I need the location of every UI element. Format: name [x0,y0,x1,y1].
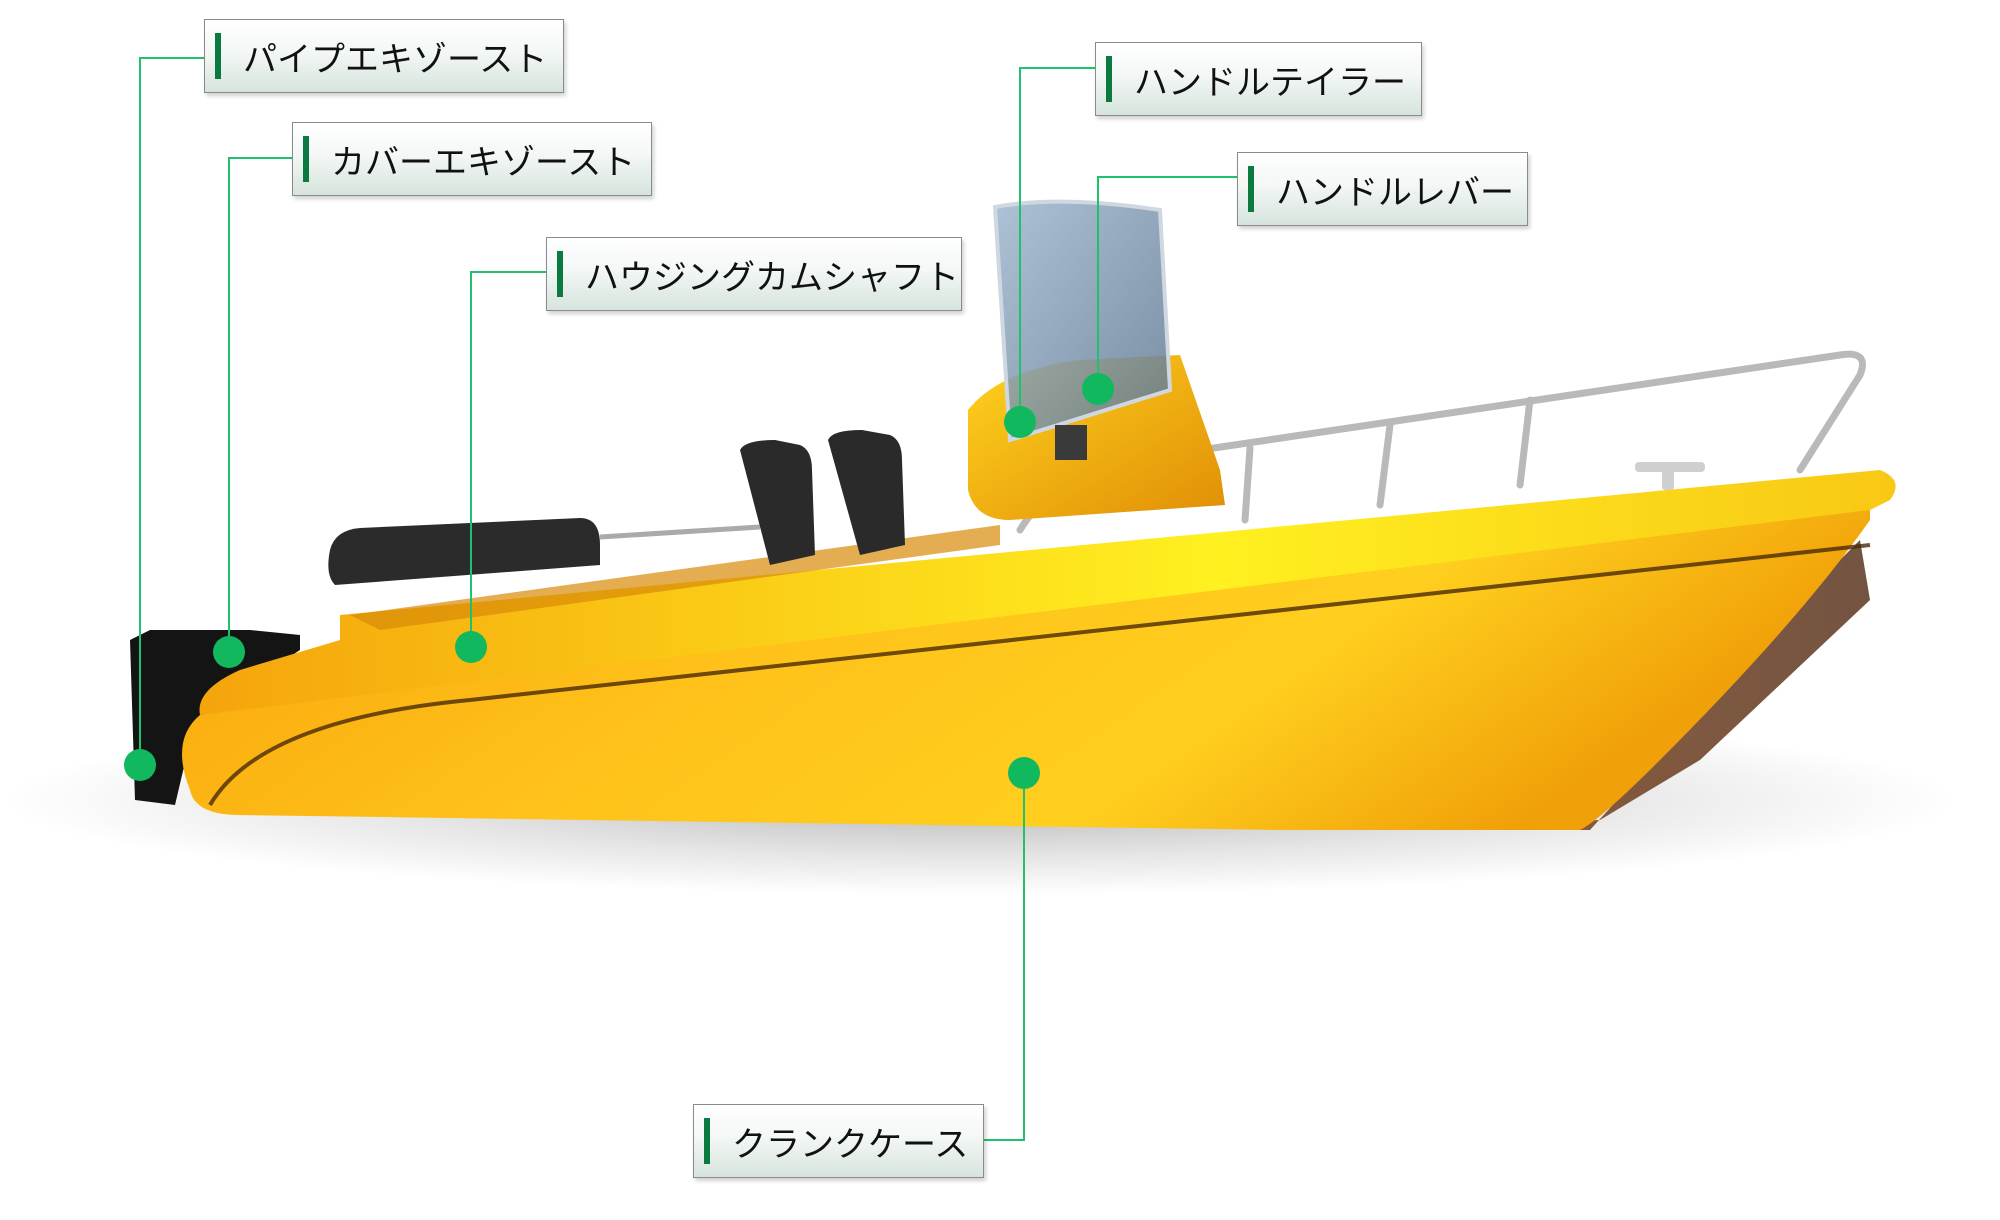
hull-chine-line [208,543,1871,807]
label-text: ハンドルテイラー [1134,62,1406,103]
label-accent-bar [557,251,563,297]
label-accent-bar [303,136,309,182]
label-accent-bar [1106,56,1112,102]
boat-hull [182,480,1870,830]
marker-handle-lever [1082,373,1114,405]
leader-lines [124,57,1237,1141]
helm-seats [740,430,905,565]
label-handle-lever: ハンドルレバー [1237,152,1528,226]
leader-line-handle-lever [1097,176,1237,389]
windshield [992,199,1173,443]
cockpit-floor [350,525,1000,630]
hull-underside [1290,540,1870,830]
marker-handle-tailor [1004,406,1036,438]
leader-line-pipe-exhaust [139,57,204,765]
label-handle-tailor: ハンドルテイラー [1095,42,1422,116]
leader-line-handle-tailor [1019,67,1095,422]
console-gauge [1055,425,1087,460]
leader-line-crankcase [984,773,1025,1141]
bow-cleat [1635,462,1705,490]
label-text: カバーエキゾースト [331,142,636,183]
label-text: パイプエキゾースト [243,39,548,80]
label-text: ハンドルレバー [1276,172,1514,213]
label-accent-bar [215,33,221,79]
marker-pipe-exhaust [124,749,156,781]
stern-rail [599,524,761,540]
label-accent-bar [1248,166,1254,212]
label-text: ハウジングカムシャフト [585,257,959,298]
marker-crankcase [1008,757,1040,789]
label-accent-bar [704,1118,710,1164]
label-cover-exhaust: カバーエキゾースト [292,122,652,196]
label-crankcase: クランクケース [693,1104,984,1178]
leader-line-housing-camshaft [470,271,546,647]
boat-deck [199,470,1896,715]
marker-housing-camshaft [455,631,487,663]
stern-cushion [328,518,600,585]
label-pipe-exhaust: パイプエキゾースト [204,19,564,93]
label-text: クランクケース [732,1124,969,1165]
marker-cover-exhaust [213,636,245,668]
leader-line-cover-exhaust [228,157,292,652]
label-housing-camshaft: ハウジングカムシャフト [546,237,962,311]
